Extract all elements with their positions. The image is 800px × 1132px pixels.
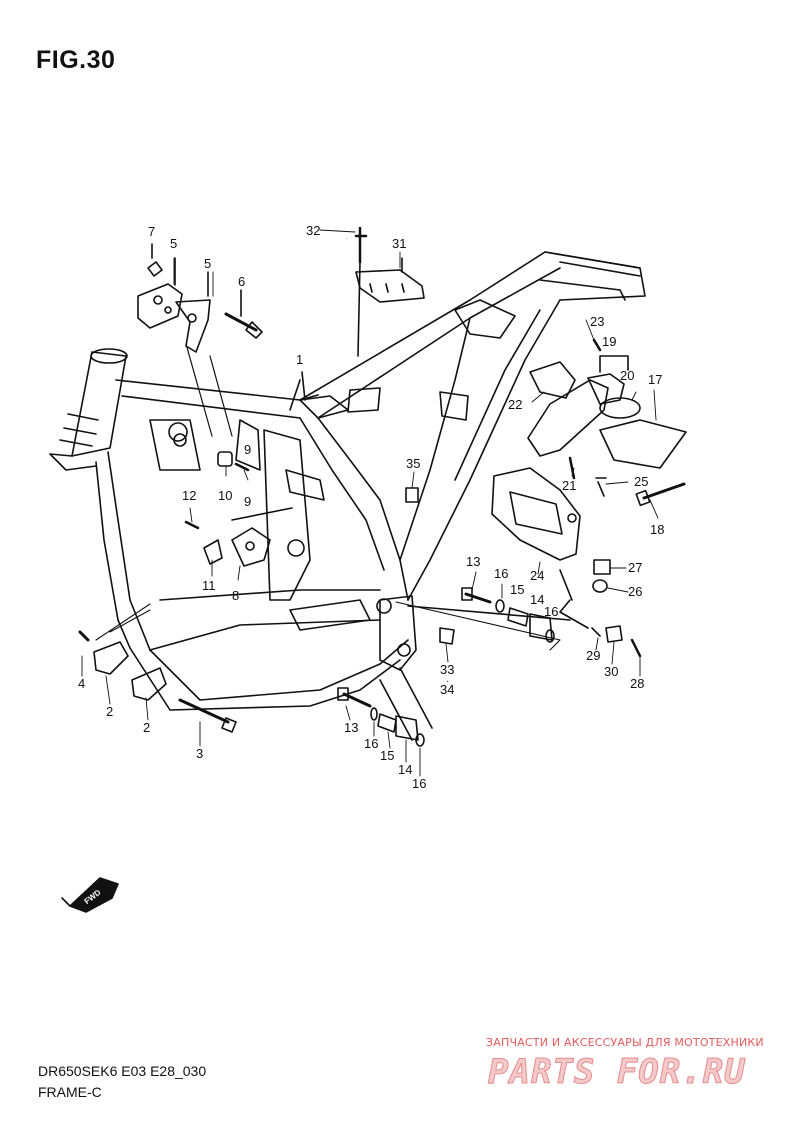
watermark-logo: PARTS FOR.RU — [488, 1052, 746, 1093]
callout-separator-dot: · — [446, 676, 449, 687]
callout-27: 27 — [628, 560, 642, 575]
callout-24: 24 — [530, 568, 544, 583]
group-name: FRAME-C — [38, 1084, 102, 1100]
callout-2: 2 — [143, 720, 150, 735]
callout-7: 7 — [148, 224, 155, 239]
callout-5: 5 — [170, 236, 177, 251]
callout-28: 28 — [630, 676, 644, 691]
forward-direction-arrow — [61, 877, 119, 913]
frame-side-cover — [491, 467, 581, 561]
callout-11: 11 — [202, 578, 216, 593]
callout-30: 30 — [604, 664, 618, 679]
callout-dot: · — [346, 236, 348, 242]
callout-17: 17 — [648, 372, 662, 387]
engine-mount-brackets-lower — [78, 603, 237, 733]
callout-25: 25 — [634, 474, 648, 489]
callout-1: 1 — [296, 352, 303, 367]
leader-1 — [301, 371, 306, 401]
callout-23: 23 — [590, 314, 604, 329]
callout-31: 31 — [392, 236, 406, 251]
callout-34: 34 — [440, 682, 454, 697]
callout-26: 26 — [628, 584, 642, 599]
callout-6: 6 — [238, 274, 245, 289]
callout-10: 10 — [218, 488, 232, 503]
callout-leaders — [81, 229, 659, 777]
footrest-brackets — [184, 451, 293, 567]
callout-19: 19 — [602, 334, 616, 349]
callout-32: 32 — [306, 223, 320, 238]
callout-21: 21 — [562, 478, 576, 493]
model-code: DR650SEK6 E03 E28_030 — [38, 1063, 207, 1079]
rear-fender-assembly — [527, 338, 687, 469]
watermark-caption: ЗАПЧАСТИ И АКСЕССУАРЫ ДЛЯ МОТОТЕХНИКИ — [486, 1036, 764, 1049]
callout-33: 33 — [440, 662, 454, 677]
callout-15: 15 — [380, 748, 394, 763]
callout-13: 13 — [466, 554, 480, 569]
callout-9: 9 — [244, 494, 251, 509]
rear-mount-hardware-lower — [337, 667, 433, 747]
callout-15: 15 — [510, 582, 524, 597]
callout-4: 4 — [78, 676, 85, 691]
callout-9: 9 — [244, 442, 251, 457]
callout-16: 16 — [412, 776, 426, 791]
callout-35: 35 — [406, 456, 420, 471]
callout-2: 2 — [106, 704, 113, 719]
callout-13: 13 — [344, 720, 358, 735]
rear-mount-hardware-upper — [395, 587, 571, 651]
callout-5: 5 — [204, 256, 211, 271]
callout-3: 3 — [196, 746, 203, 761]
callout-14: 14 — [398, 762, 412, 777]
callout-8: 8 — [232, 588, 239, 603]
callout-16: 16 — [494, 566, 508, 581]
callout-14: 14 — [530, 592, 544, 607]
figure-title: FIG.30 — [36, 46, 116, 74]
rear-fender-bracket — [355, 269, 425, 303]
callout-18: 18 — [650, 522, 664, 537]
callout-16: 16 — [364, 736, 378, 751]
callout-29: 29 — [586, 648, 600, 663]
callout-20: 20 — [620, 368, 634, 383]
engine-bracket-left — [137, 261, 211, 353]
callout-12: 12 — [182, 488, 196, 503]
callout-labels: 7 5 5 6 32 31 1 23 19 20 17 22 35 21 25 … — [78, 223, 664, 906]
callout-22: 22 — [508, 397, 522, 412]
callout-16: 16 — [544, 604, 558, 619]
main-frame — [49, 251, 646, 711]
